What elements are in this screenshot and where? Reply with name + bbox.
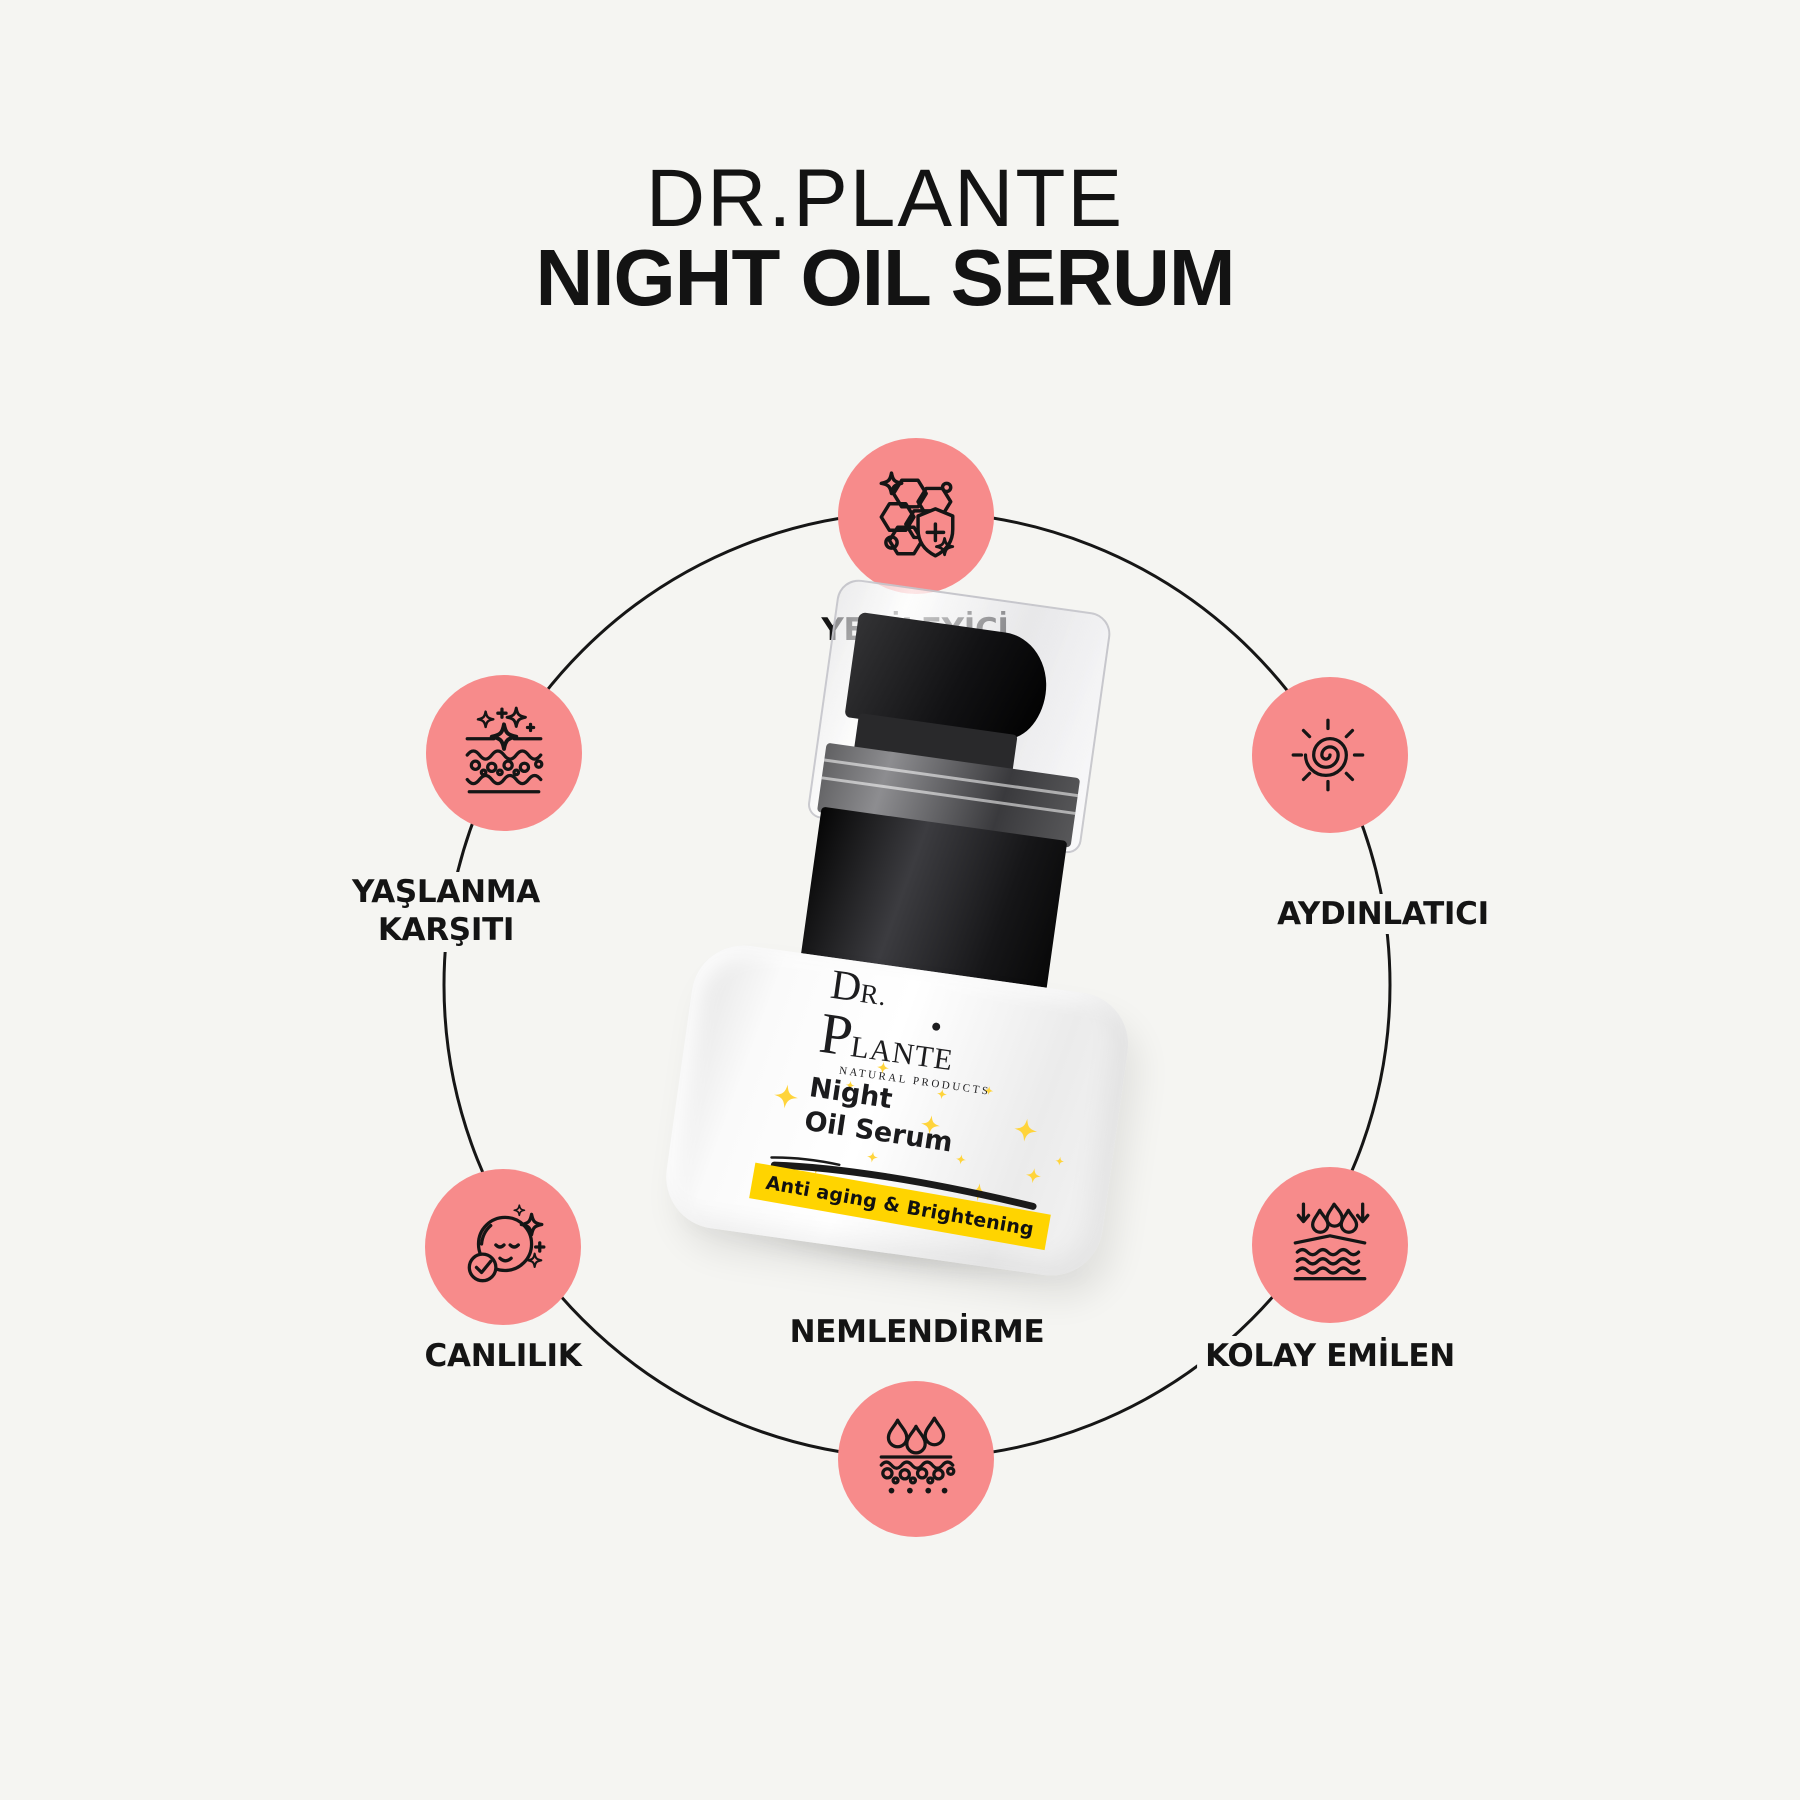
feature-label-anti-aging: YAŞLANMA KARŞITI bbox=[303, 872, 589, 952]
sun-spiral-icon bbox=[1291, 718, 1365, 792]
shield-honeycomb-icon bbox=[879, 471, 955, 558]
droplets-skin-icon bbox=[879, 1416, 956, 1494]
brand-title: DR.PLANTE bbox=[645, 153, 1125, 244]
feature-label-brightening: AYDINLATICI bbox=[1269, 894, 1497, 934]
feature-label-vitality: CANLILIK bbox=[416, 1336, 590, 1376]
brush-underline bbox=[770, 1156, 1037, 1210]
feature-label-moisturizing: NEMLENDİRME bbox=[781, 1312, 1053, 1352]
pump-ring-line bbox=[821, 776, 1076, 815]
feature-bubble-brightening bbox=[1252, 677, 1408, 833]
pump-ring-line bbox=[824, 758, 1078, 798]
feature-label-easily-absorbed: KOLAY EMİLEN bbox=[1197, 1336, 1463, 1376]
bottle-body: DR. PLANTE NATURAL PRODUCTS bbox=[659, 938, 1135, 1283]
brand-letter-r: R. bbox=[858, 977, 890, 1012]
feature-bubble-easily-absorbed bbox=[1252, 1167, 1408, 1323]
feature-bubble-renewing bbox=[838, 438, 994, 594]
feature-bubble-moisturizing bbox=[838, 1381, 994, 1537]
feature-bubble-anti-aging bbox=[426, 675, 582, 831]
skin-layers-sparkle-icon bbox=[465, 706, 544, 794]
absorbing-layers-icon bbox=[1293, 1202, 1370, 1281]
product-title: NIGHT OIL SERUM bbox=[535, 233, 1235, 322]
face-sparkle-icon bbox=[467, 1204, 546, 1283]
product-bottle: DR. PLANTE NATURAL PRODUCTS bbox=[645, 541, 1206, 1302]
feature-bubble-vitality bbox=[425, 1169, 581, 1325]
